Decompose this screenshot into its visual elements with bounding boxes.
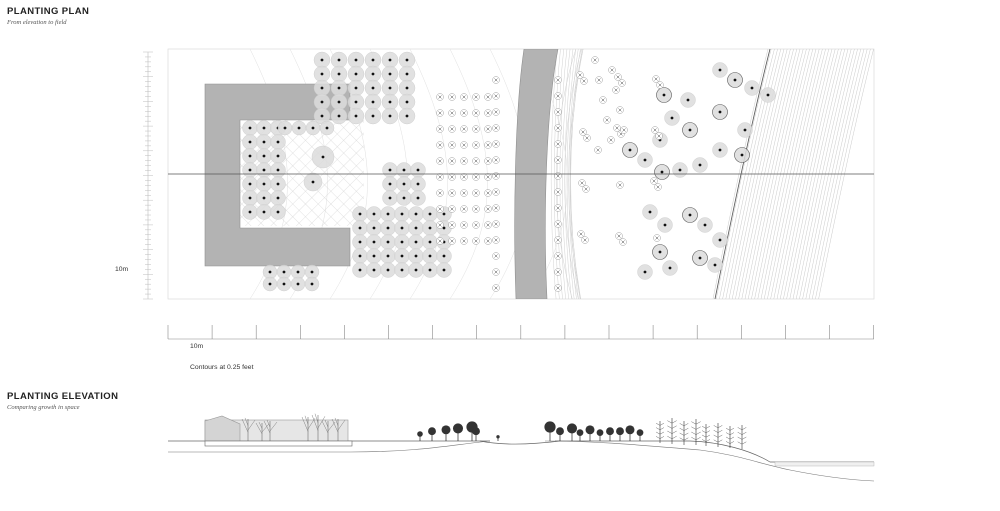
elevation-trees [241, 413, 747, 449]
elevation-subtitle: Comparing growth in space [7, 404, 80, 411]
dense-contour-lines [712, 49, 874, 299]
horizontal-scale-bar [167, 325, 874, 340]
elevation-title: PLANTING ELEVATION [7, 391, 119, 402]
side-scale-label: 10m [115, 266, 129, 273]
tree-canopies [242, 51, 776, 292]
plan-title: PLANTING PLAN [7, 6, 90, 17]
vertical-scale-bar [143, 51, 153, 300]
bottom-scale-label: 10m [190, 343, 204, 350]
contours-note: Contours at 0.25 feet [190, 364, 254, 371]
small-plants [436, 56, 664, 292]
elevation-section [168, 413, 875, 482]
plan-subtitle: From elevation to field [7, 19, 67, 26]
